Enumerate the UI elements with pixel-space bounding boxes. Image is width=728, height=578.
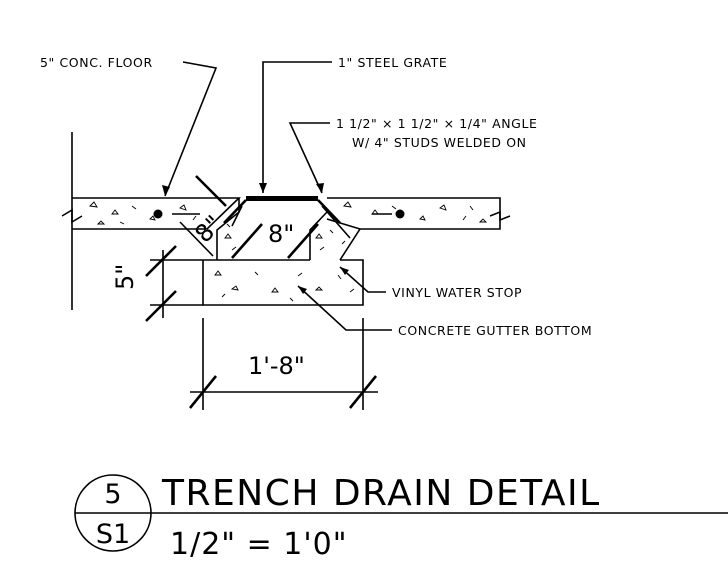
dimension-bottom-thickness: 5": [111, 264, 139, 290]
label-concrete-floor: 5" CONC. FLOOR: [40, 55, 153, 70]
label-concrete-gutter-bottom: CONCRETE GUTTER BOTTOM: [398, 323, 592, 338]
concrete-section: [61, 132, 511, 310]
dimension-lines: [145, 175, 378, 410]
detail-scale: 1/2" = 1'0": [170, 527, 348, 562]
detail-title: TRENCH DRAIN DETAIL: [161, 473, 601, 514]
dimension-overall-width: 1'-8": [248, 352, 305, 380]
label-steel-grate: 1" STEEL GRATE: [338, 55, 447, 70]
label-angle-line2: W/ 4" STUDS WELDED ON: [352, 135, 527, 150]
label-angle-line1: 1 1/2" × 1 1/2" × 1/4" ANGLE: [336, 116, 538, 131]
label-vinyl-water-stop: VINYL WATER STOP: [392, 285, 522, 300]
sheet-number: S1: [96, 519, 130, 550]
rebar-right: [395, 209, 405, 219]
dimension-wall-thickness: 8": [189, 210, 227, 248]
detail-number: 5: [104, 479, 121, 510]
concrete-hatch: [89, 201, 488, 302]
leader-lines: [162, 61, 392, 331]
steel-grate: [223, 196, 351, 239]
dimension-trench-width: 8": [268, 220, 294, 248]
title-block: 5 S1 TRENCH DRAIN DETAIL 1/2" = 1'0": [74, 473, 728, 562]
rebar-left: [153, 209, 163, 219]
